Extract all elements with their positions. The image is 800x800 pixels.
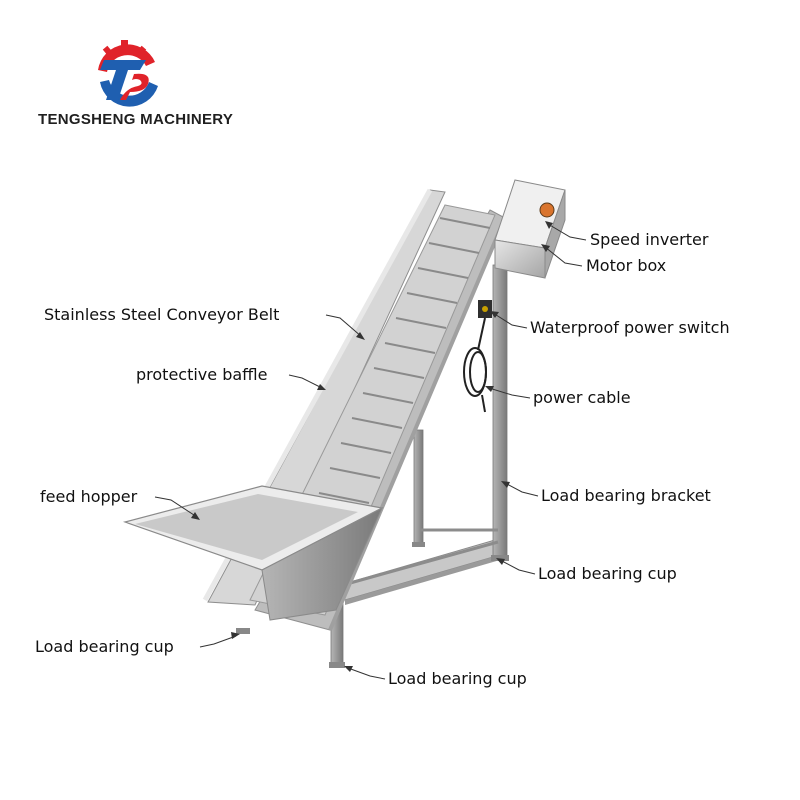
label-speed-inverter: Speed inverter (590, 230, 709, 249)
brand-name: TENGSHENG MACHINERY (38, 111, 234, 128)
conveyor-machine (122, 179, 566, 668)
label-power-switch: Waterproof power switch (530, 318, 730, 337)
label-load-bearing-cup-bottom: Load bearing cup (388, 669, 527, 688)
label-load-bearing-cup-left: Load bearing cup (35, 637, 174, 656)
company-logo (98, 40, 158, 107)
label-power-cable: power cable (533, 388, 631, 407)
label-load-bearing-bracket: Load bearing bracket (541, 486, 711, 505)
leader-lines (154, 221, 587, 680)
label-conveyor-belt: Stainless Steel Conveyor Belt (44, 305, 280, 324)
label-motor-box: Motor box (586, 256, 667, 275)
label-load-bearing-cup-right: Load bearing cup (538, 564, 677, 583)
label-feed-hopper: feed hopper (40, 487, 138, 506)
label-protective-baffle: protective baffle (136, 365, 268, 384)
